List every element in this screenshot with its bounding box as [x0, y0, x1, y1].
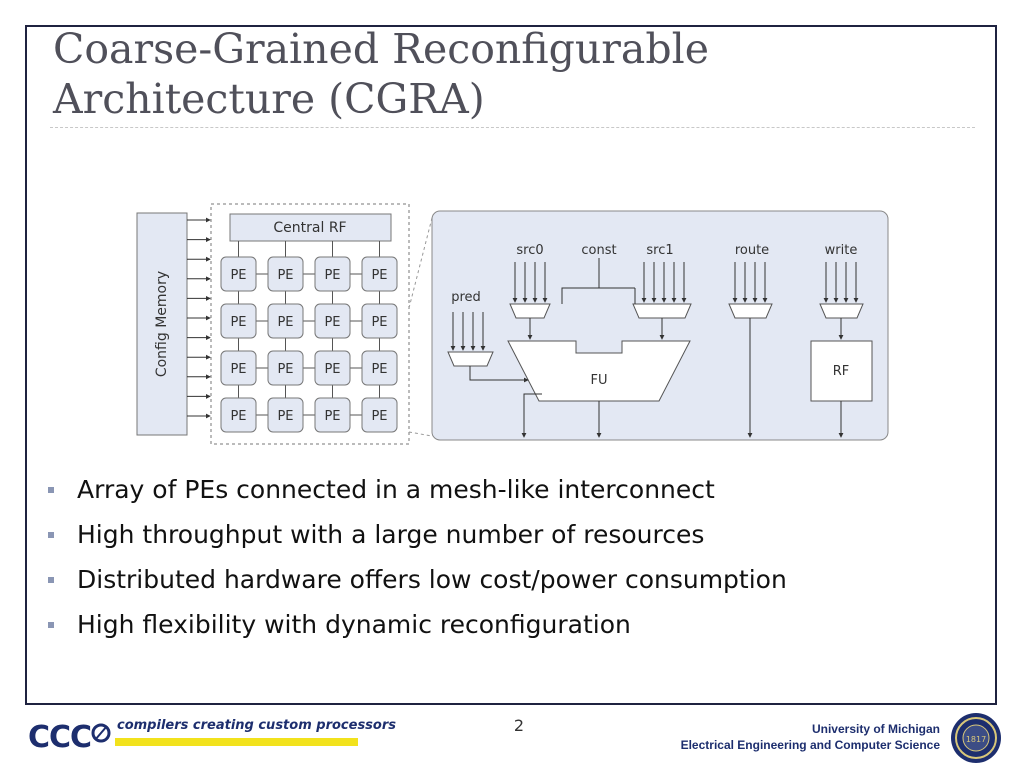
- pe-cell: [361, 303, 398, 339]
- university-seal-icon: 1817: [951, 713, 1001, 763]
- write-mux: [819, 303, 864, 319]
- slide-footer: CCC compilers creating custom processors…: [0, 710, 1024, 768]
- seal-year: 1817: [966, 735, 986, 744]
- central-rf-label: Central RF: [273, 220, 346, 236]
- route-label: route: [735, 243, 769, 258]
- bullet-item: High throughput with a large number of r…: [45, 515, 975, 560]
- src0-label: src0: [516, 243, 543, 258]
- bullet-item: High flexibility with dynamic reconfigur…: [45, 605, 975, 650]
- pe-grid: PE PE PE PE PE PE PE PE PE PE PE PE PE PE PE PE: [220, 241, 398, 433]
- fu-feedback: [521, 393, 542, 438]
- src1-label: src1: [646, 243, 673, 258]
- tagline-highlight: [115, 738, 358, 746]
- bullet-square-icon: [48, 532, 54, 538]
- pe-label: PE: [277, 409, 293, 424]
- pe-label: PE: [324, 409, 340, 424]
- pe-cell: [314, 397, 351, 433]
- title-line-2: Architecture (CGRA): [53, 75, 485, 123]
- pe-label: PE: [324, 362, 340, 377]
- src0-mux: [509, 303, 551, 319]
- pred-label: pred: [451, 290, 481, 305]
- pe-cell: [267, 397, 304, 433]
- pe-cell: [361, 256, 398, 292]
- pe-cell: [220, 303, 257, 339]
- pe-label: PE: [277, 268, 293, 283]
- central-rf-block: [229, 213, 392, 242]
- pe-label: PE: [371, 409, 387, 424]
- pe-label: PE: [230, 409, 246, 424]
- university-name: University of Michigan: [811, 722, 940, 736]
- pe-label: PE: [277, 315, 293, 330]
- pe-label: PE: [230, 268, 246, 283]
- route-mux: [728, 303, 773, 319]
- bullet-square-icon: [48, 577, 54, 583]
- const-wire: [561, 258, 600, 304]
- pred-to-fu: [469, 366, 529, 383]
- config-memory-block: [136, 212, 188, 436]
- bullet-list: Array of PEs connected in a mesh-like in…: [45, 470, 975, 650]
- rf-label: RF: [833, 364, 850, 379]
- bullet-text: Distributed hardware offers low cost/pow…: [77, 565, 787, 594]
- pe-cell: [220, 256, 257, 292]
- bullet-item: Distributed hardware offers low cost/pow…: [45, 560, 975, 605]
- bullet-text: High throughput with a large number of r…: [77, 520, 705, 549]
- zoom-line-bottom: [408, 431, 433, 437]
- zoom-line-top: [408, 217, 433, 309]
- bullet-text: High flexibility with dynamic reconfigur…: [77, 610, 631, 639]
- fu-label: FU: [591, 373, 608, 388]
- pe-cell: [361, 397, 398, 433]
- page-number: 2: [513, 716, 525, 735]
- pe-label: PE: [230, 315, 246, 330]
- pred-mux: [447, 351, 494, 367]
- slide-title: Coarse-Grained Reconfigurable Architectu…: [53, 24, 953, 124]
- ccc-logo: CCC: [28, 720, 92, 755]
- bullet-square-icon: [48, 622, 54, 628]
- pe-cell: [314, 256, 351, 292]
- pe-label: PE: [277, 362, 293, 377]
- const-label: const: [581, 243, 616, 258]
- pe-cell: [220, 350, 257, 386]
- input-arrow-bundles: [450, 262, 859, 351]
- title-line-1: Coarse-Grained Reconfigurable: [53, 25, 709, 73]
- pe-cell: [267, 256, 304, 292]
- src1-mux: [632, 303, 692, 319]
- config-arrows: [187, 217, 211, 419]
- pe-cell: [267, 303, 304, 339]
- pe-label: PE: [371, 315, 387, 330]
- bullet-text: Array of PEs connected in a mesh-like in…: [77, 475, 715, 504]
- config-memory-label: Config Memory: [154, 271, 170, 377]
- pe-label: PE: [324, 315, 340, 330]
- pe-cell: [361, 350, 398, 386]
- title-divider: [50, 127, 975, 128]
- pe-label: PE: [230, 362, 246, 377]
- pe-cell: [314, 303, 351, 339]
- pe-cell: [220, 397, 257, 433]
- pe-label: PE: [371, 362, 387, 377]
- pe-cell: [314, 350, 351, 386]
- pe-cell: [267, 350, 304, 386]
- bullet-square-icon: [48, 487, 54, 493]
- pe-label: PE: [371, 268, 387, 283]
- pe-array-region: [210, 203, 410, 445]
- fu-block: [507, 340, 691, 402]
- pe-label: PE: [324, 268, 340, 283]
- bullet-item: Array of PEs connected in a mesh-like in…: [45, 470, 975, 515]
- ccc-logo-icon: [91, 723, 111, 743]
- tagline: compilers creating custom processors: [117, 718, 396, 733]
- write-label: write: [825, 243, 858, 258]
- department-name: Electrical Engineering and Computer Scie…: [680, 738, 940, 752]
